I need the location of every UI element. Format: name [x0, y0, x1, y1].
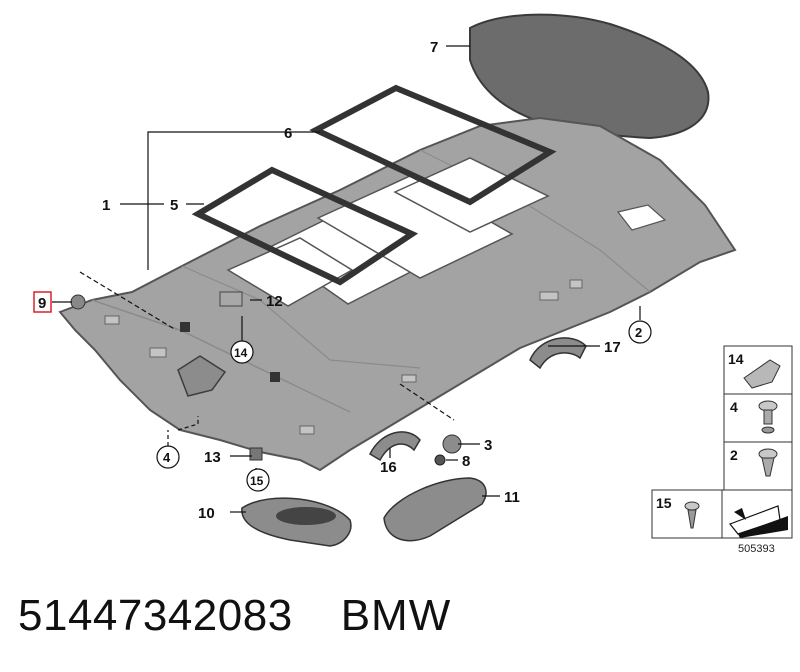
legend-item-2: 2 [730, 447, 738, 463]
legend-item-15: 15 [656, 495, 672, 511]
clip-part-13 [249, 447, 263, 461]
legend-item-4: 4 [730, 399, 738, 415]
callout-17: 17 [604, 339, 621, 356]
push-rivet-icon-2 [758, 448, 778, 477]
callout-16: 16 [380, 459, 397, 476]
callout-10: 10 [198, 505, 215, 522]
arrow-symbol-icon [729, 505, 788, 538]
callout-14: 14 [234, 346, 248, 360]
leader-lines [52, 45, 641, 513]
callout-9-highlight [33, 291, 52, 313]
part-number: 51447342083 [18, 591, 293, 640]
callout-15-circle: 15 [246, 468, 270, 492]
sun-visor-part-10 [241, 497, 352, 547]
callout-1: 1 [102, 197, 110, 214]
clip-icon-14 [743, 359, 781, 389]
legend-item-14: 14 [728, 351, 744, 367]
callout-7: 7 [430, 39, 438, 56]
caption: 51447342083 BMW [18, 586, 451, 646]
plug-part-9 [70, 294, 86, 310]
callout-13: 13 [204, 449, 221, 466]
grab-handle-part-17 [529, 337, 587, 370]
callouts: 7 6 1 5 12 17 3 8 13 16 10 11 9 2 14 4 1… [33, 39, 652, 522]
callout-11: 11 [504, 489, 520, 506]
callout-12: 12 [266, 293, 283, 310]
insulation-pad-part [469, 13, 710, 140]
headliner-part [58, 116, 737, 472]
callout-2-circle: 2 [628, 320, 652, 344]
sun-visor-part-11 [383, 477, 487, 542]
callout-6: 6 [284, 125, 292, 142]
callout-5: 5 [170, 197, 178, 214]
sunroof-frame-part-6 [309, 84, 557, 206]
callout-3: 3 [484, 437, 492, 454]
callout-8: 8 [462, 453, 470, 470]
callout-4: 4 [163, 450, 171, 465]
callout-14-circle: 14 [230, 340, 254, 364]
bracket-part-12 [219, 291, 243, 307]
sunroof-frame-part-5 [191, 166, 419, 286]
grab-handle-part-16 [369, 431, 421, 462]
clip-part-8 [434, 454, 446, 466]
callout-15: 15 [250, 474, 264, 488]
callout-4-circle: 4 [156, 445, 180, 469]
brand-name: BMW [340, 591, 452, 640]
callout-2: 2 [635, 325, 642, 340]
screw-icon-15 [684, 501, 700, 529]
legend: 14 4 2 15 505393 [651, 345, 793, 555]
callout-9: 9 [38, 295, 46, 312]
push-rivet-icon-4 [758, 400, 778, 434]
reference-number: 505393 [738, 543, 775, 555]
